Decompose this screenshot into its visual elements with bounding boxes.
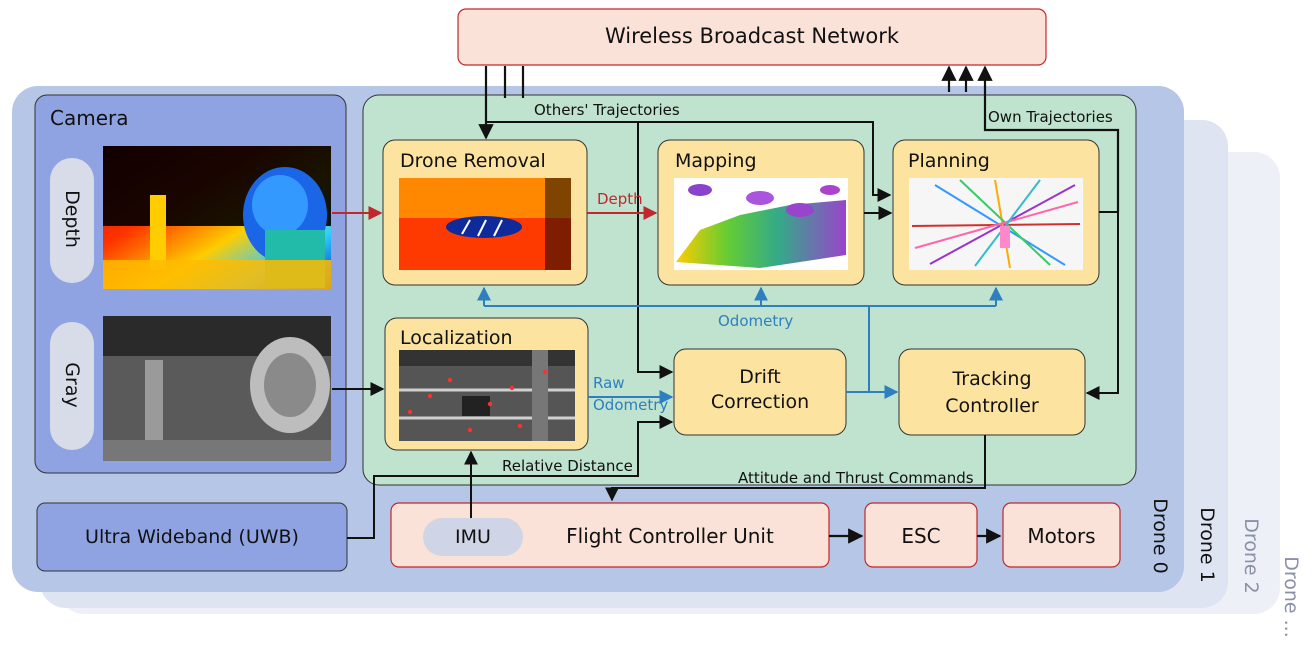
depth-pill xyxy=(50,158,94,283)
drone-removal-title: Drone Removal xyxy=(400,150,546,172)
others-to-planning-arrow xyxy=(486,121,892,202)
planning-title: Planning xyxy=(908,150,990,172)
mapping-title: Mapping xyxy=(675,150,757,172)
others-to-drift-arrow xyxy=(637,122,674,379)
drone-1-label: Drone 1 xyxy=(1196,507,1218,583)
camera-title: Camera xyxy=(50,106,129,130)
attitude-thrust-label: Attitude and Thrust Commands xyxy=(738,469,974,487)
localization-title: Localization xyxy=(400,327,513,349)
raw-odometry-label-1: Raw xyxy=(593,374,625,392)
gray-label: Gray xyxy=(61,362,83,408)
mapping-image xyxy=(674,178,848,270)
motors-label: Motors xyxy=(1027,524,1096,548)
esc-label: ESC xyxy=(901,524,941,548)
wireless-network-box xyxy=(457,8,1047,66)
others-trajectories-label: Others' Trajectories xyxy=(534,101,680,119)
gray-pill xyxy=(50,322,94,450)
depth-flow-label: Depth xyxy=(597,190,643,208)
planning-image xyxy=(909,178,1083,270)
imu-label: IMU xyxy=(455,526,491,548)
drift-title-line1: Drift xyxy=(739,366,781,388)
raw-odometry-label-2: Odometry xyxy=(593,396,669,414)
drone-removal-image xyxy=(399,178,571,270)
drift-title-line2: Correction xyxy=(710,391,810,413)
tracking-controller-box xyxy=(898,348,1086,436)
localization-image xyxy=(399,350,575,441)
drone-0-label: Drone 0 xyxy=(1149,498,1171,574)
drone-2-label: Drone 2 xyxy=(1240,518,1262,594)
relative-distance-arrow xyxy=(347,415,674,539)
odometry-label: Odometry xyxy=(718,312,794,330)
tracking-title-line2: Controller xyxy=(945,395,1039,417)
fcu-label: Flight Controller Unit xyxy=(566,524,774,548)
motors-box xyxy=(1002,502,1121,568)
own-trajectories-uplink xyxy=(977,65,1120,212)
own-trajectories-label: Own Trajectories xyxy=(988,108,1113,126)
drone-n-label: Drone ... xyxy=(1280,556,1302,638)
planning-to-tracking-arrow xyxy=(1085,211,1119,400)
attitude-thrust-arrow xyxy=(605,435,986,502)
gray-image xyxy=(103,316,331,461)
relative-distance-label: Relative Distance xyxy=(502,457,633,475)
depth-label: Depth xyxy=(61,190,83,248)
tracking-title-line1: Tracking xyxy=(952,368,1032,390)
depth-image xyxy=(103,146,331,289)
uwb-label: Ultra Wideband (UWB) xyxy=(85,526,299,548)
network-title: Wireless Broadcast Network xyxy=(604,24,900,48)
imu-pill xyxy=(423,518,523,556)
